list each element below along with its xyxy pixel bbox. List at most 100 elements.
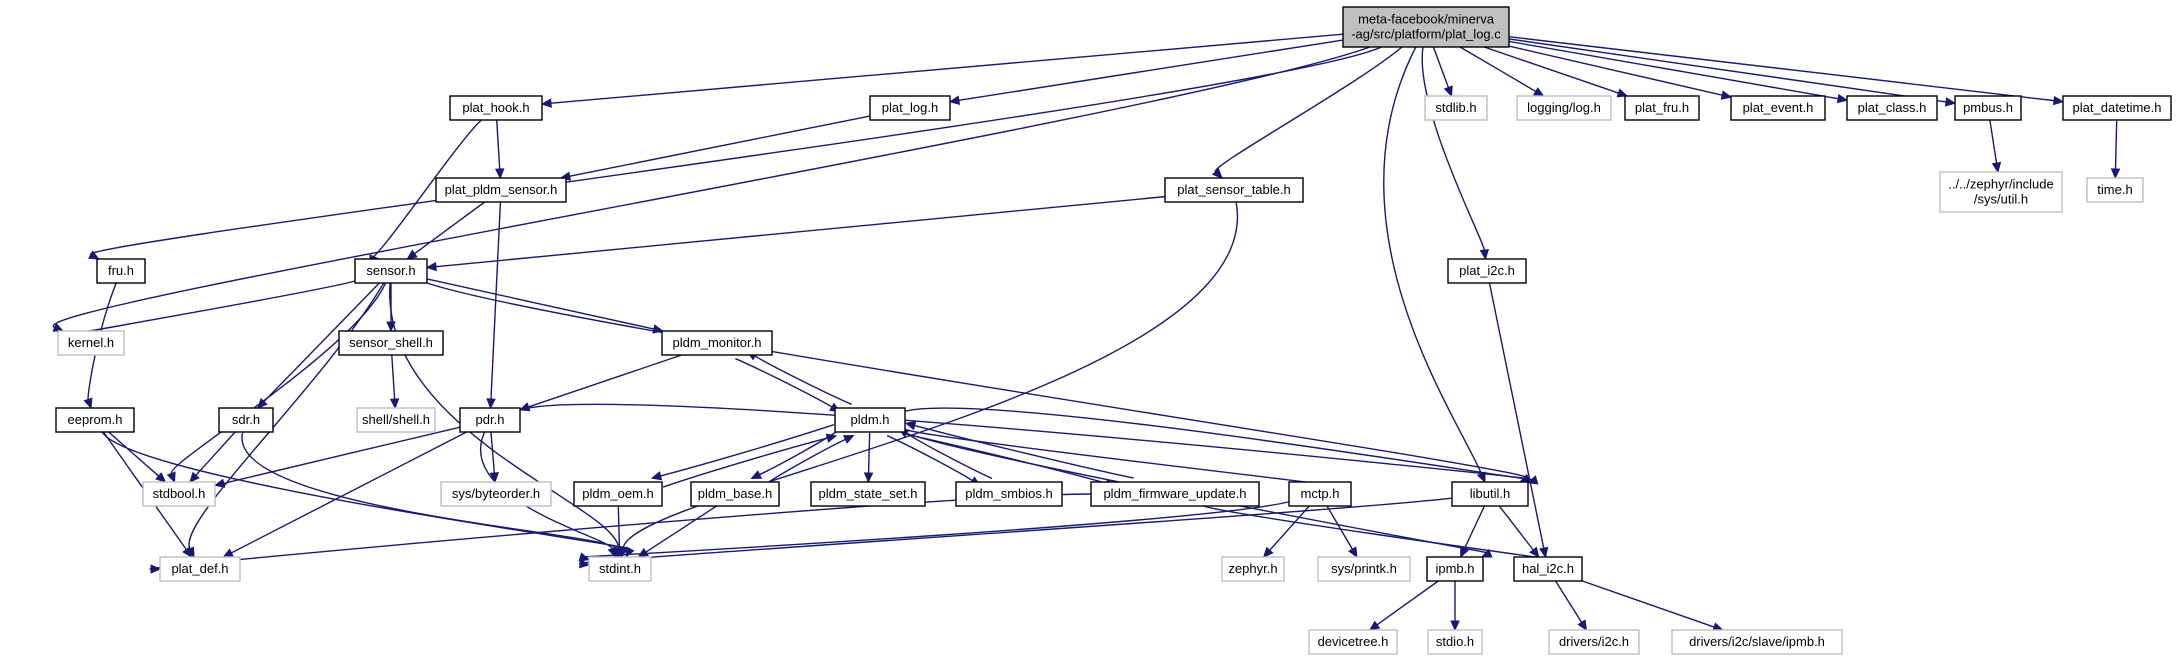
edge-line [170, 282, 387, 475]
edge-arrowhead [389, 398, 400, 410]
node-pmbus[interactable]: pmbus.h [1954, 95, 2022, 121]
node-box [338, 330, 444, 356]
node-box [55, 407, 135, 433]
edge-line [1554, 580, 1583, 623]
node-fru[interactable]: fru.h [96, 258, 146, 284]
dependency-edge-pldm-to-pldm_monitor [746, 350, 852, 406]
node-pldm-smbios[interactable]: pldm_smbios.h [955, 481, 1063, 507]
node-eeprom[interactable]: eeprom.h [55, 407, 135, 433]
edge-arrowhead [904, 421, 917, 431]
edge-arrowhead [189, 471, 200, 483]
node-box [1427, 629, 1483, 655]
node-plat-i2c[interactable]: plat_i2c.h [1447, 258, 1527, 284]
node-zephyr[interactable]: zephyr.h [1221, 556, 1285, 582]
edge-line [223, 426, 461, 485]
edge-arrowhead [948, 95, 961, 105]
dependency-edge-root-to-plat_fru [1484, 46, 1629, 98]
node-pldm[interactable]: pldm.h [834, 407, 906, 433]
edge-arrowhead [182, 546, 193, 559]
node-byteorder[interactable]: sys/byteorder.h [440, 481, 552, 507]
node-plat-def[interactable]: plat_def.h [159, 556, 241, 582]
node-drivers-ipmb[interactable]: drivers/i2c/slave/ipmb.h [1671, 629, 1843, 655]
node-box [459, 407, 521, 433]
node-box [1308, 629, 1398, 655]
edge-line [1463, 505, 1486, 550]
dependency-edge-mctp-to-zephyr [1262, 505, 1310, 558]
node-ipmb[interactable]: ipmb.h [1426, 556, 1484, 582]
node-sensor[interactable]: sensor.h [354, 258, 428, 284]
node-box [661, 330, 773, 356]
dependency-edge-root-to-plat_i2c [1421, 46, 1490, 261]
edge-line [645, 505, 717, 553]
node-pldm-monitor[interactable]: pldm_monitor.h [661, 330, 773, 356]
node-label: zephyr.h [1228, 561, 1277, 576]
edge-arrowhead [425, 261, 437, 272]
node-label: kernel.h [68, 335, 114, 350]
node-box [1221, 556, 1285, 582]
node-sensor-shell[interactable]: sensor_shell.h [338, 330, 444, 356]
node-label: sys/byteorder.h [452, 486, 540, 501]
dependency-edge-pldm_oem-to-pldm [662, 433, 838, 488]
edge-arrowhead [2053, 95, 2065, 106]
edge-line [1383, 46, 1483, 474]
node-plat-class[interactable]: plat_class.h [1846, 95, 1938, 121]
edge-arrowhead [83, 397, 93, 410]
node-sdr[interactable]: sdr.h [218, 407, 274, 433]
node-stdbool[interactable]: stdbool.h [142, 481, 216, 507]
node-box [1342, 6, 1510, 48]
edge-line [1214, 46, 1403, 173]
node-sysutil[interactable]: ../../zephyr/include/sys/util.h [1939, 171, 2063, 213]
node-box [1730, 95, 1826, 121]
edge-line [1508, 40, 1839, 100]
node-time[interactable]: time.h [2086, 177, 2144, 203]
node-label: devicetree.h [1318, 634, 1389, 649]
edge-line [496, 119, 501, 170]
edge-line [1488, 282, 1545, 549]
node-plat-hook[interactable]: plat_hook.h [449, 95, 543, 121]
dependency-edge-root-to-plat_sensor_table [1211, 46, 1403, 179]
edge-line [188, 282, 385, 550]
node-kernel[interactable]: kernel.h [57, 330, 125, 356]
node-plat-datetime[interactable]: plat_datetime.h [2062, 95, 2172, 121]
node-pdr[interactable]: pdr.h [459, 407, 521, 433]
dependency-edge-pdr-to-byteorder [489, 431, 500, 484]
node-plat-event[interactable]: plat_event.h [1730, 95, 1826, 121]
edge-arrowhead [650, 471, 663, 481]
node-libutil[interactable]: libutil.h [1451, 481, 1529, 507]
node-stdlib[interactable]: stdlib.h [1424, 95, 1488, 121]
node-plat-log-h[interactable]: plat_log.h [869, 95, 951, 121]
edge-line [1581, 580, 1715, 628]
dependency-edge-plat_pldm_sensor-to-sensor [406, 201, 486, 260]
node-devicetree[interactable]: devicetree.h [1308, 629, 1398, 655]
edge-line [886, 434, 973, 482]
node-shell[interactable]: shell/shell.h [356, 407, 436, 433]
edge-line [90, 46, 1382, 256]
node-label: plat_sensor_table.h [1177, 182, 1290, 197]
node-stdio[interactable]: stdio.h [1427, 629, 1483, 655]
edge-line [426, 282, 1530, 480]
node-hal-i2c[interactable]: hal_i2c.h [1513, 556, 1583, 582]
node-root[interactable]: meta-facebook/minerva-ag/src/platform/pl… [1342, 6, 1510, 48]
node-mctp[interactable]: mctp.h [1288, 481, 1352, 507]
node-pldm-state-set[interactable]: pldm_state_set.h [810, 481, 926, 507]
node-plat-sensor-table[interactable]: plat_sensor_table.h [1164, 177, 1304, 203]
node-label: eeprom.h [68, 412, 123, 427]
edge-line [241, 431, 617, 549]
node-plat-pldm-sensor[interactable]: plat_pldm_sensor.h [435, 177, 567, 203]
node-stdint[interactable]: stdint.h [588, 556, 652, 582]
node-pldm-oem[interactable]: pldm_oem.h [573, 481, 663, 507]
edge-line [1326, 505, 1354, 550]
node-pldm-fw-update[interactable]: pldm_firmware_update.h [1090, 481, 1260, 507]
edge-arrowhead [222, 548, 234, 558]
edge-arrowhead [540, 98, 552, 108]
edge-line [108, 431, 160, 477]
edge-line [490, 201, 502, 400]
node-drivers-i2c[interactable]: drivers/i2c.h [1548, 629, 1640, 655]
dependency-edge-sensor-to-kernel [56, 280, 356, 340]
node-printk[interactable]: sys/printk.h [1317, 556, 1411, 582]
node-pldm-base[interactable]: pldm_base.h [690, 481, 780, 507]
node-logging[interactable]: logging/log.h [1516, 95, 1612, 121]
dependency-edge-pldm_monitor-to-pdr [518, 354, 682, 412]
node-plat-fru[interactable]: plat_fru.h [1624, 95, 1700, 121]
